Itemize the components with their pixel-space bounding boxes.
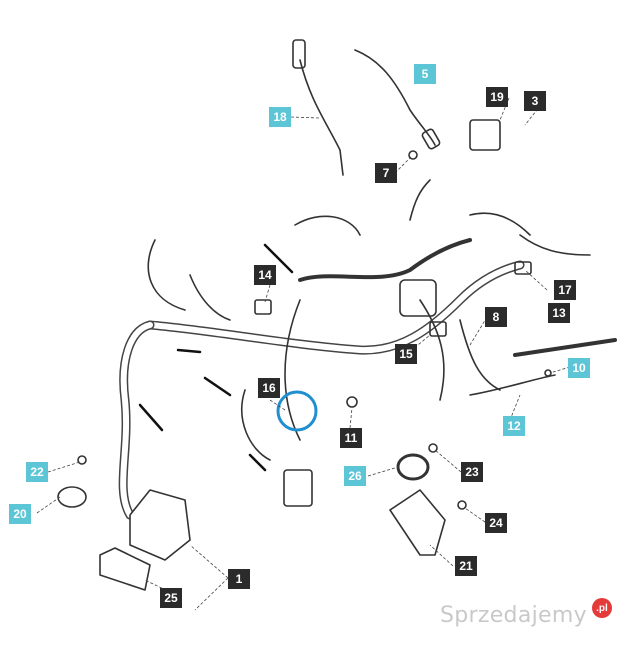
callout-18: 18 <box>269 107 291 127</box>
callout-11: 11 <box>340 428 362 448</box>
connector-16-lower <box>283 469 313 507</box>
connector-center <box>399 279 437 317</box>
center-branch <box>298 238 472 282</box>
callout-25: 25 <box>160 588 182 608</box>
watermark-badge: .pl <box>592 598 612 618</box>
callout-16: 16 <box>258 378 280 398</box>
connector-17 <box>514 261 532 275</box>
callout-20: 20 <box>9 504 31 524</box>
callout-15: 15 <box>395 344 417 364</box>
highlight-ring-16 <box>276 390 318 432</box>
callout-10: 10 <box>568 358 590 378</box>
callout-13: 13 <box>548 303 570 323</box>
upper-left-branch <box>147 239 231 321</box>
sensor-5-cable <box>354 49 436 146</box>
callout-12: 12 <box>503 416 525 436</box>
bolt-7 <box>408 150 418 160</box>
callout-5: 5 <box>414 64 436 84</box>
grommet-26 <box>396 453 430 481</box>
sensor-12-cable <box>469 374 556 396</box>
callout-26: 26 <box>344 466 366 486</box>
callout-14: 14 <box>254 265 276 285</box>
callout-3: 3 <box>524 91 546 111</box>
watermark-text: Sprzedajemy <box>440 603 587 628</box>
sensor-18-cable <box>299 59 344 176</box>
bolt-23 <box>428 443 438 453</box>
ecu-box <box>129 489 191 561</box>
callout-8: 8 <box>485 307 507 327</box>
bracket-21 <box>389 489 446 556</box>
callout-24: 24 <box>485 513 507 533</box>
clamp-20 <box>57 486 87 508</box>
callout-23: 23 <box>461 462 483 482</box>
connector-15 <box>429 321 447 337</box>
connector-19 <box>469 119 501 151</box>
callout-22: 22 <box>26 462 48 482</box>
bolt-22 <box>77 455 87 465</box>
bolt-24 <box>457 500 467 510</box>
bracket-25 <box>99 547 151 591</box>
sensor-11 <box>346 396 358 408</box>
callout-21: 21 <box>455 556 477 576</box>
callout-7: 7 <box>375 163 397 183</box>
main-harness-inner <box>147 262 523 354</box>
rod-13 <box>513 338 617 357</box>
bolt-10 <box>544 369 552 377</box>
callout-19: 19 <box>486 87 508 107</box>
sensor-18-body <box>292 39 306 69</box>
callout-17: 17 <box>554 280 576 300</box>
callout-1: 1 <box>228 569 250 589</box>
connector-14 <box>254 299 272 315</box>
